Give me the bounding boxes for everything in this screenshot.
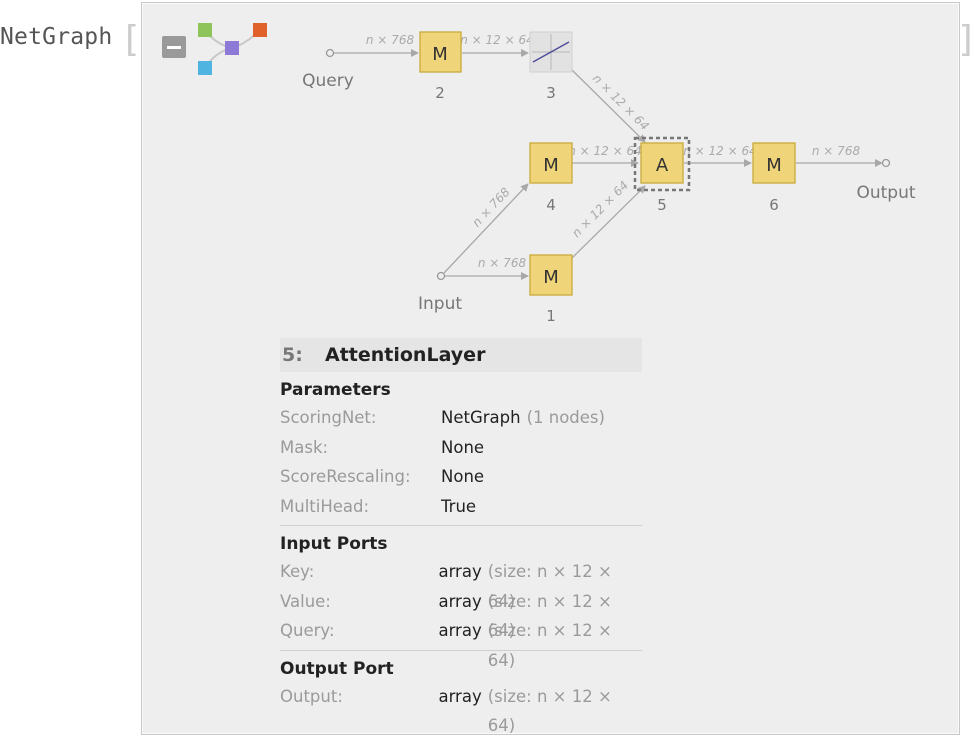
port-value: array xyxy=(438,562,482,581)
port-row: Output: array (size: n × 12 × 64) xyxy=(280,682,642,736)
param-value: NetGraph xyxy=(441,408,521,427)
port-row: Key: array (size: n × 12 × 64) xyxy=(280,557,642,611)
node-index: 1 xyxy=(546,307,556,325)
param-row: Mask: None xyxy=(280,433,642,463)
node-letter: M xyxy=(432,44,448,65)
node-letter: M xyxy=(543,155,559,176)
port-key: Query: xyxy=(280,621,335,640)
edge-label: n × 768 xyxy=(478,256,527,270)
edge-label: n × 12 × 64 xyxy=(460,33,534,47)
param-key: Mask: xyxy=(280,437,329,457)
function-head: NetGraph xyxy=(0,24,113,50)
open-bracket: [ xyxy=(120,19,142,60)
graph-node-5-selected[interactable]: A xyxy=(633,136,691,192)
layer-info-panel: 5: AttentionLayer Parameters ScoringNet:… xyxy=(280,338,642,736)
node-letter: A xyxy=(656,155,669,176)
port-size: (size: n × 12 × 64) xyxy=(487,562,612,611)
port-key: Output: xyxy=(280,686,343,706)
port-row: Query: array (size: n × 12 × 64) xyxy=(280,616,642,670)
edge-label: n × 12 × 64 xyxy=(568,144,642,158)
graph-node-1[interactable]: M xyxy=(529,254,573,296)
output-port xyxy=(881,158,891,168)
port-row: Value: array (size: n × 12 × 64) xyxy=(280,587,642,641)
param-value: True xyxy=(441,496,477,516)
input-port xyxy=(436,271,446,281)
graph-node-6[interactable]: M xyxy=(752,142,796,184)
port-key: Key: xyxy=(280,562,315,581)
divider xyxy=(280,525,642,526)
divider xyxy=(280,649,642,651)
query-port-label: Query xyxy=(302,71,354,91)
port-size: (size: n × 12 × 64) xyxy=(487,621,612,670)
collapse-toggle-button[interactable] xyxy=(162,36,186,58)
port-size: (size: n × 12 × 64) xyxy=(487,686,612,736)
netgraph-icon xyxy=(198,23,267,75)
param-key: ScoringNet: xyxy=(280,408,377,427)
port-value: array xyxy=(438,621,482,640)
node-index: 5 xyxy=(657,196,667,214)
layer-name: AttentionLayer xyxy=(325,344,486,366)
graph-node-3[interactable] xyxy=(529,31,573,73)
node-index: 6 xyxy=(769,196,779,214)
node-letter: M xyxy=(766,155,782,176)
query-port xyxy=(325,48,335,58)
param-row: MultiHead: True xyxy=(280,492,642,522)
graph-node-4[interactable]: M xyxy=(529,142,573,184)
port-key: Value: xyxy=(280,591,331,611)
param-key: ScoreRescaling: xyxy=(280,467,411,486)
graph-edges xyxy=(334,49,883,280)
close-bracket: ] xyxy=(956,19,976,60)
param-row: ScoreRescaling: None xyxy=(280,462,642,492)
edge-label: n × 768 xyxy=(366,33,415,47)
node-letter: M xyxy=(543,267,559,288)
edge-label: n × 12 × 64 xyxy=(590,71,652,133)
parameters-heading: Parameters xyxy=(280,380,391,400)
param-note: (1 nodes) xyxy=(526,408,605,427)
edge-label: n × 768 xyxy=(812,144,861,158)
param-key: MultiHead: xyxy=(280,496,370,516)
output-port-heading: Output Port xyxy=(280,658,394,679)
node-index: 3 xyxy=(546,84,556,102)
param-row: ScoringNet: NetGraph (1 nodes) xyxy=(280,403,642,433)
layer-index: 5: xyxy=(282,344,303,366)
node-index: 4 xyxy=(546,196,556,214)
port-size: (size: n × 12 × 64) xyxy=(487,591,612,641)
graph-node-2[interactable]: M xyxy=(419,31,462,73)
port-value: array xyxy=(438,591,482,611)
node-index: 2 xyxy=(435,84,445,102)
edge-label: n × 12 × 64 xyxy=(683,144,757,158)
output-port-label: Output xyxy=(856,183,915,203)
layer-title-bar: 5: AttentionLayer xyxy=(280,338,642,372)
param-value: None xyxy=(441,437,485,457)
port-value: array xyxy=(438,686,482,706)
input-ports-heading: Input Ports xyxy=(280,534,388,554)
param-value: None xyxy=(441,467,485,486)
input-port-label: Input xyxy=(418,294,462,314)
